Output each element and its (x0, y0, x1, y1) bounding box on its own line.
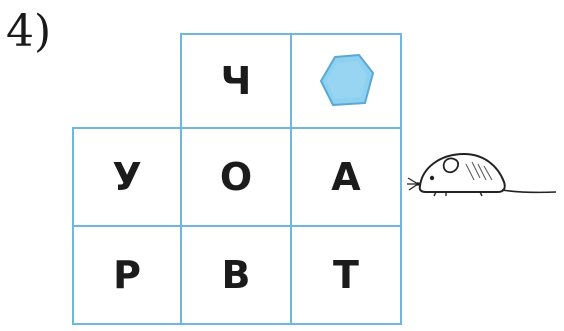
blue-gem-icon (313, 51, 379, 111)
grid-cell-r1-c2: Ч (180, 33, 292, 129)
cell-letter: А (331, 158, 360, 196)
cell-letter: Р (113, 256, 141, 294)
cell-letter: Т (333, 256, 359, 294)
grid-cell-r2-c2: О (180, 127, 292, 227)
mouse-icon (406, 150, 558, 200)
grid-cell-r1-c3 (290, 33, 402, 129)
cell-letter: У (112, 158, 141, 196)
grid-cell-r2-c3: А (290, 127, 402, 227)
cell-letter: Ч (221, 62, 252, 100)
grid-cell-r3-c3: Т (290, 225, 402, 325)
task-number: 4) (6, 10, 51, 54)
grid-cell-r2-c1: У (72, 127, 182, 227)
cell-letter: В (222, 256, 251, 294)
grid-cell-r3-c1: Р (72, 225, 182, 325)
grid-cell-r3-c2: В (180, 225, 292, 325)
cell-letter: О (220, 158, 252, 196)
